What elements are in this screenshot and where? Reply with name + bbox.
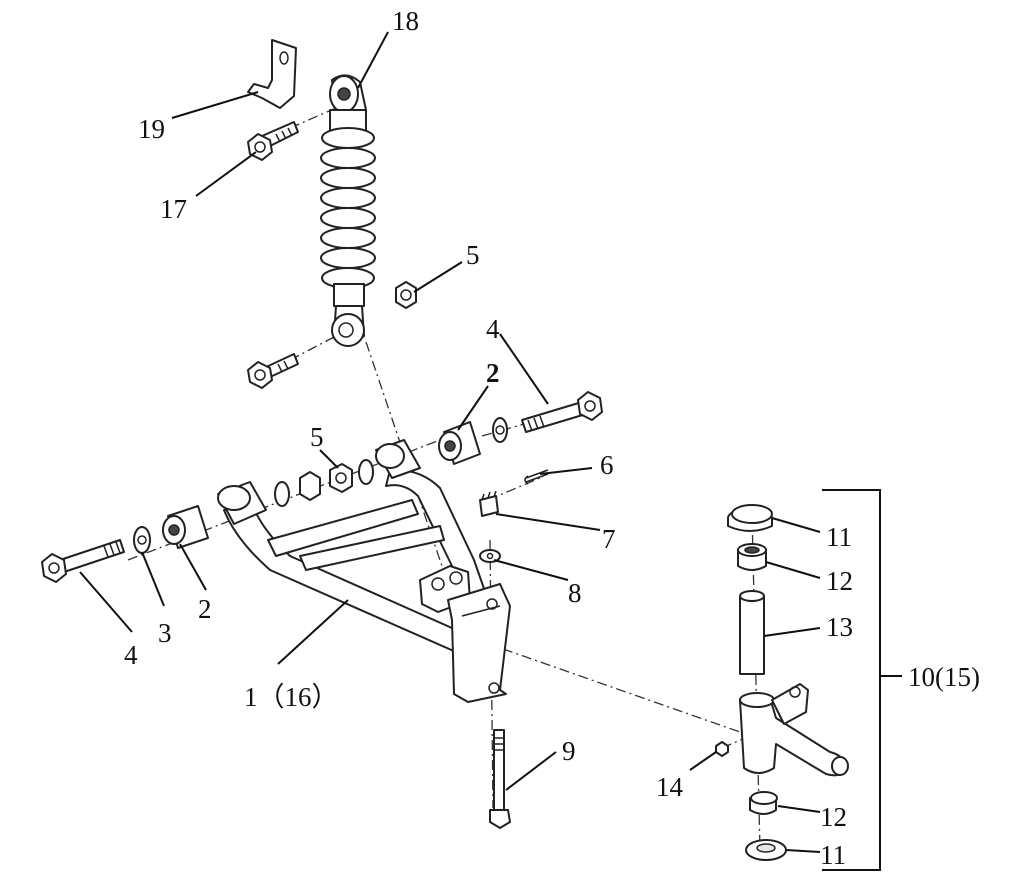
callout-10: 10(15) [908,662,980,692]
callout-8: 8 [568,578,582,608]
callout-19: 19 [138,114,165,144]
shock-absorber-part-18 [320,74,376,347]
callout-12-bottom: 12 [820,802,847,832]
callout-18: 18 [392,6,419,36]
cotter-pin-part-6 [524,469,549,485]
callout-1: 1（16） [244,682,339,712]
bushing-part-2-left [162,505,209,549]
callout-3: 3 [158,618,172,648]
callout-13: 13 [826,612,853,642]
callout-14: 14 [656,772,684,802]
nut-part-5-lower [299,463,353,501]
callout-6: 6 [600,450,614,480]
callout-2-left: 2 [198,594,212,624]
washer-upper-right [492,417,508,443]
nut-part-5-upper [395,281,417,309]
grease-nipple-part-14 [715,741,729,757]
bracket-part-19 [247,39,297,109]
callout-2-upper: 2 [486,358,500,388]
assembly-centerlines [127,107,761,851]
ball-joint-bolt-part-9 [489,729,511,829]
upper-mount-bolt-part-17 [247,121,299,161]
lower-mount-bolt [247,353,299,389]
castle-nut-part-7 [479,490,499,517]
callout-11-top: 11 [826,522,852,552]
callout-numbers: 18 19 17 5 4 2 5 6 7 8 9 11 12 13 10(15)… [124,6,980,870]
callout-9: 9 [562,736,576,766]
leader-lines [79,31,902,871]
callout-4-left: 4 [124,640,138,670]
bushing-part-2-upper [438,421,481,465]
callout-7: 7 [602,524,616,554]
callout-11-bottom: 11 [820,840,846,870]
arm-pivot-washers [274,459,374,507]
callout-5-upper: 5 [466,240,480,270]
pivot-bolt-part-4-left [41,539,125,583]
callout-5-lower: 5 [310,422,324,452]
callout-4-right: 4 [486,314,500,344]
washer-part-3-left [133,526,151,554]
spring-coils [320,127,376,289]
callout-12-top: 12 [826,566,853,596]
washer-part-8 [479,549,501,563]
a-arm-part-1 [217,439,511,703]
pivot-bolt-part-4-right [521,391,603,433]
callout-17: 17 [160,194,187,224]
